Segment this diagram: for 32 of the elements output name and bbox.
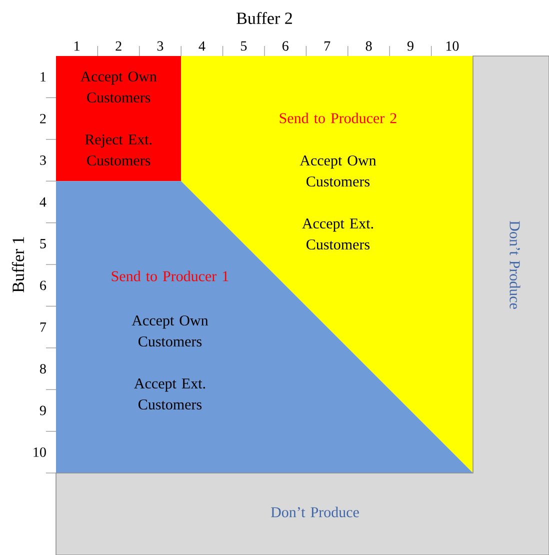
region-text: Accept Own Customers [80, 71, 157, 103]
tick-label: 2 [40, 114, 46, 124]
region-text: Don’t Produce [271, 506, 359, 518]
tick-label: 10 [34, 447, 46, 457]
tick-label: 6 [282, 41, 288, 51]
region-text: Send to Producer 2 [280, 112, 396, 124]
tick-label: 5 [241, 41, 247, 51]
region-text: Send to Producer 1 [112, 270, 228, 282]
tick-label: 6 [40, 280, 46, 290]
tick-label: 4 [40, 197, 46, 207]
tick-label: 5 [40, 239, 46, 248]
region-text: Reject Ext. Customers [85, 134, 152, 166]
region-text: Don’t Produce [510, 221, 520, 309]
tick-label: 10 [446, 41, 459, 51]
tick-label: 4 [198, 41, 206, 51]
region-text: Accept Own Customers [132, 315, 208, 347]
tick-label: 9 [40, 406, 46, 416]
region-text: Accept Ext. Customers [302, 218, 374, 250]
axis-title: Buffer 1 [12, 237, 24, 292]
tick-label: 8 [40, 364, 46, 374]
tick-label: 7 [40, 322, 46, 332]
region-text: Accept Ext. Customers [134, 378, 206, 410]
tick-label: 2 [116, 41, 122, 51]
tick-label: 9 [407, 41, 414, 51]
tick-label: 7 [324, 41, 330, 51]
tick-label: 3 [40, 156, 46, 165]
tick-label: 1 [74, 41, 80, 51]
tick-label: 3 [157, 41, 164, 51]
region-text: Accept Own Customers [300, 155, 376, 187]
tick-label: 8 [366, 41, 372, 51]
axis-title: Buffer 2 [236, 12, 292, 24]
tick-label: 1 [40, 72, 46, 82]
